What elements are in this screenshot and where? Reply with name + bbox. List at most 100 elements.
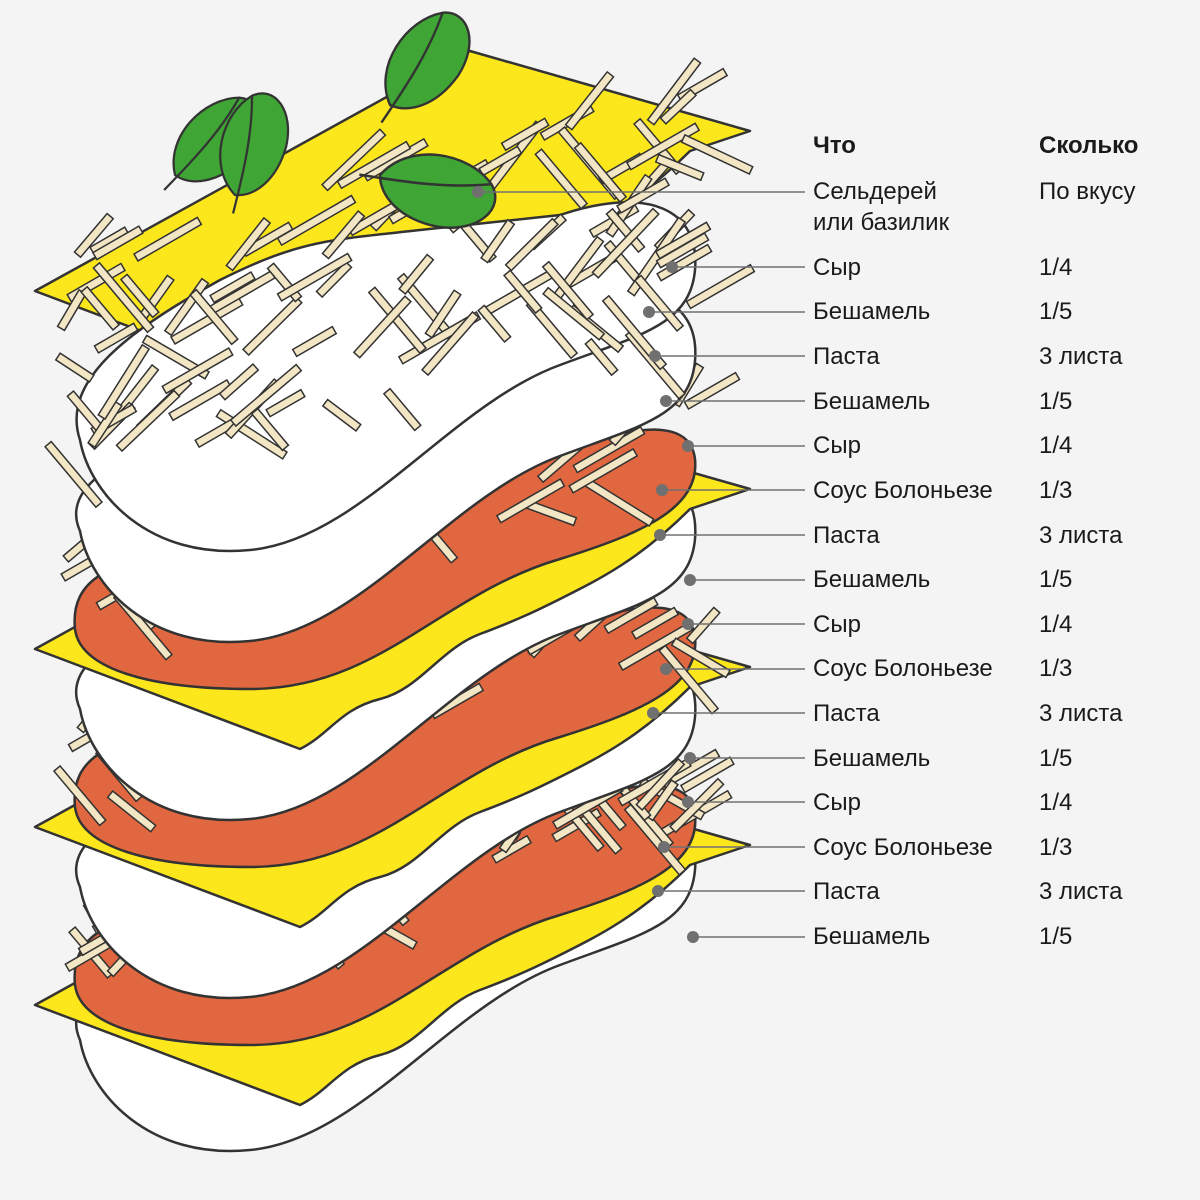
cheese-strip (320, 128, 387, 192)
ingredient-quantity: 1/3 (1039, 834, 1073, 861)
cheese-strip (398, 253, 435, 295)
ingredient-name: Соус Болоньезе (813, 655, 993, 682)
cheese-strip (352, 295, 412, 359)
ingredient-quantity: По вкусу (1039, 178, 1136, 205)
ingredient-name: Паста (813, 700, 880, 727)
cheese-strip (655, 232, 710, 269)
ingredient-name: Бешамель (813, 923, 931, 950)
cheese-strip (605, 207, 646, 254)
cheese-strip (241, 295, 303, 357)
cheese-strip (209, 270, 256, 304)
layer-pointer (472, 186, 805, 198)
layer-pointer (656, 484, 805, 496)
ingredient-quantity: 1/5 (1039, 923, 1073, 950)
cheese-strip (97, 343, 151, 421)
cheese-strip (218, 363, 260, 401)
cheese-strip (680, 133, 754, 175)
cheese-strip (92, 261, 155, 334)
cheese-strip (500, 117, 550, 152)
cheese-strip (54, 352, 95, 383)
cheese-strip (633, 274, 685, 332)
cheese-strip (132, 216, 203, 262)
ingredient-quantity: 1/3 (1039, 655, 1073, 682)
ingredient-quantity: 1/5 (1039, 298, 1073, 325)
cheese-strip (276, 252, 353, 302)
layer-pointer (658, 841, 805, 853)
cheese-strip (420, 310, 480, 377)
layer-pointer (682, 796, 805, 808)
cheese-strip (679, 756, 735, 794)
ingredient-quantity: 1/5 (1039, 388, 1073, 415)
cheese-strip (91, 225, 144, 261)
cheese-strip (603, 596, 659, 635)
ingredient-name: Паста (813, 522, 880, 549)
cheese-strip (115, 389, 181, 453)
cheese-strip (568, 447, 639, 494)
ingredient-quantity: 3 листа (1039, 700, 1123, 727)
cheese-strip (229, 363, 303, 428)
cheese-strip (645, 779, 680, 822)
ingredient-name: Бешамель (813, 745, 931, 772)
ingredient-name: Паста (813, 343, 880, 370)
cheese-topping (44, 57, 756, 509)
cheese-strip (93, 322, 139, 354)
cheese-strip (367, 286, 428, 355)
layer-pointer (682, 618, 805, 630)
cheese-strip (572, 425, 646, 474)
ingredient-name: Бешамель (813, 566, 931, 593)
cheese-strip (630, 606, 680, 640)
cheese-strip (646, 57, 702, 126)
layer-pointer (647, 707, 805, 719)
cheese-strip (591, 207, 660, 279)
cheese-strip (503, 269, 543, 315)
ingredient-quantity: 1/4 (1039, 432, 1073, 459)
basil-leaf-icon (359, 153, 497, 229)
cheese-strip (623, 803, 687, 876)
layer-pointer (684, 752, 805, 764)
cheese-strip (119, 273, 160, 319)
ingredient-name: Сыр (813, 789, 861, 816)
cheese-strip (670, 637, 732, 679)
ingredient-quantity: 3 листа (1039, 878, 1123, 905)
cheese-strip (276, 194, 357, 247)
ingredient-name: Сыр (813, 611, 861, 638)
ingredient-quantity: 1/5 (1039, 566, 1073, 593)
layer-pointer (652, 885, 805, 897)
cheese-strip (321, 210, 366, 260)
cheese-strip (315, 260, 353, 299)
ingredient-name: Соус Болоньезе (813, 834, 993, 861)
cheese-strip (659, 88, 698, 125)
ingredient-name: Сыр (813, 254, 861, 281)
layer-pointer (684, 574, 805, 586)
ingredient-name: Бешамель (813, 388, 931, 415)
cheese-strip (424, 289, 462, 339)
cheese-strip (141, 334, 211, 380)
ingredient-quantity: 1/4 (1039, 789, 1073, 816)
ingredient-name: Паста (813, 878, 880, 905)
cheese-strip (573, 141, 628, 204)
cheese-strip (291, 325, 338, 358)
ingredient-quantity: 1/3 (1039, 477, 1073, 504)
cheese-strip (685, 606, 721, 645)
cheese-strip (635, 757, 686, 812)
cheese-strip (265, 388, 306, 418)
cheese-strip (564, 70, 615, 131)
cheese-strip (73, 212, 115, 259)
ingredient-name: Сыр (813, 432, 861, 459)
layer-pointer (660, 663, 805, 675)
ingredient-quantity: 1/5 (1039, 745, 1073, 772)
layer-pointer (682, 440, 805, 452)
cheese-strip (168, 378, 232, 422)
cheese-strip (161, 346, 234, 395)
cheese-strip (685, 263, 756, 310)
ingredient-name: Соус Болоньезе (813, 477, 993, 504)
ingredient-quantity: 3 листа (1039, 522, 1123, 549)
basil-leaf-icon (219, 92, 290, 214)
cheese-strip (480, 218, 516, 264)
cheese-strip (87, 400, 123, 449)
layer-pointer (654, 529, 805, 541)
ingredient-quantity: 3 листа (1039, 343, 1123, 370)
cheese-strip (336, 140, 412, 190)
